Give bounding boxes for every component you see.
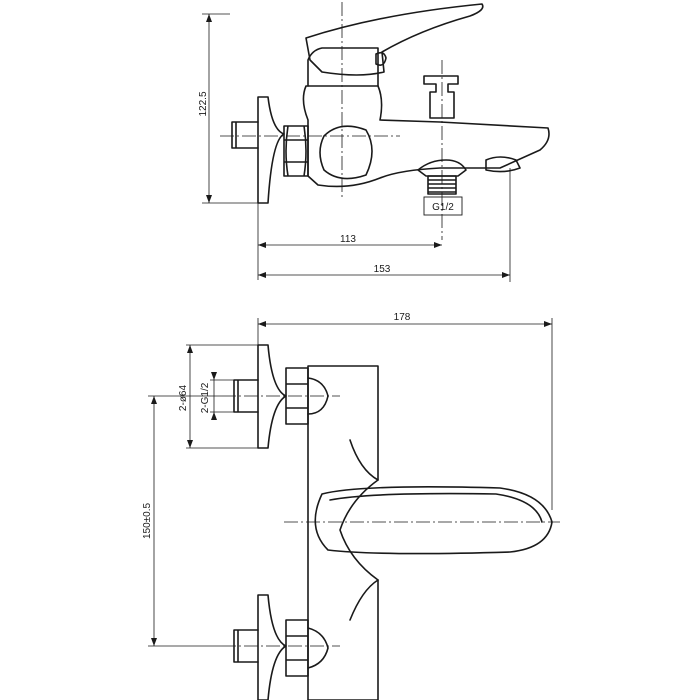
top-upper-inlet-pipe xyxy=(233,379,259,413)
top-body-curve-upper xyxy=(349,439,379,481)
dim-flange-diameter: 2-ø64 xyxy=(178,344,258,449)
outlet-thread-callout: G1/2 xyxy=(423,196,463,216)
side-view-faucet xyxy=(220,2,550,240)
top-view-faucet xyxy=(222,344,560,700)
side-lever-handle xyxy=(305,3,484,76)
side-shower-outlet xyxy=(417,159,467,177)
top-upper-flange xyxy=(257,344,287,449)
side-hex-nut xyxy=(283,125,309,177)
side-body-recess xyxy=(319,125,373,180)
top-lower-inlet-pipe xyxy=(233,629,259,663)
top-lower-flange xyxy=(257,594,287,700)
side-inlet-pipe xyxy=(231,121,259,149)
top-faucet-body xyxy=(307,365,379,700)
top-lower-hex-nut xyxy=(285,619,309,677)
dim-depth: 178 xyxy=(257,312,553,510)
dim-spout-label: 113 xyxy=(340,234,356,245)
dim-inlet-thread-label: 2-G1/2 xyxy=(200,382,211,413)
dim-height-label: 122.5 xyxy=(198,91,209,116)
side-lever-button xyxy=(375,51,387,66)
dim-height: 122.5 xyxy=(198,13,258,204)
dim-center-distance-label: 150±0.5 xyxy=(142,503,153,540)
dim-total-width-label: 153 xyxy=(374,264,391,275)
outlet-thread-label: G1/2 xyxy=(432,202,454,213)
dim-flange-diameter-label: 2-ø64 xyxy=(178,385,189,412)
side-cartridge-column xyxy=(307,47,379,87)
side-faucet-body xyxy=(302,85,550,188)
side-diverter-knob xyxy=(423,75,459,119)
side-spout-outlet xyxy=(485,156,521,173)
dim-spout: 113 xyxy=(257,203,442,280)
top-lower-connector xyxy=(307,627,329,669)
top-lever-inner xyxy=(329,492,543,523)
side-wall-flange xyxy=(257,96,285,204)
top-body-curve-lower xyxy=(349,579,379,621)
top-lever-handle xyxy=(314,486,553,555)
dim-depth-label: 178 xyxy=(394,312,411,323)
dim-total-width: 153 xyxy=(258,168,511,282)
dim-center-distance: 150±0.5 xyxy=(142,395,222,647)
